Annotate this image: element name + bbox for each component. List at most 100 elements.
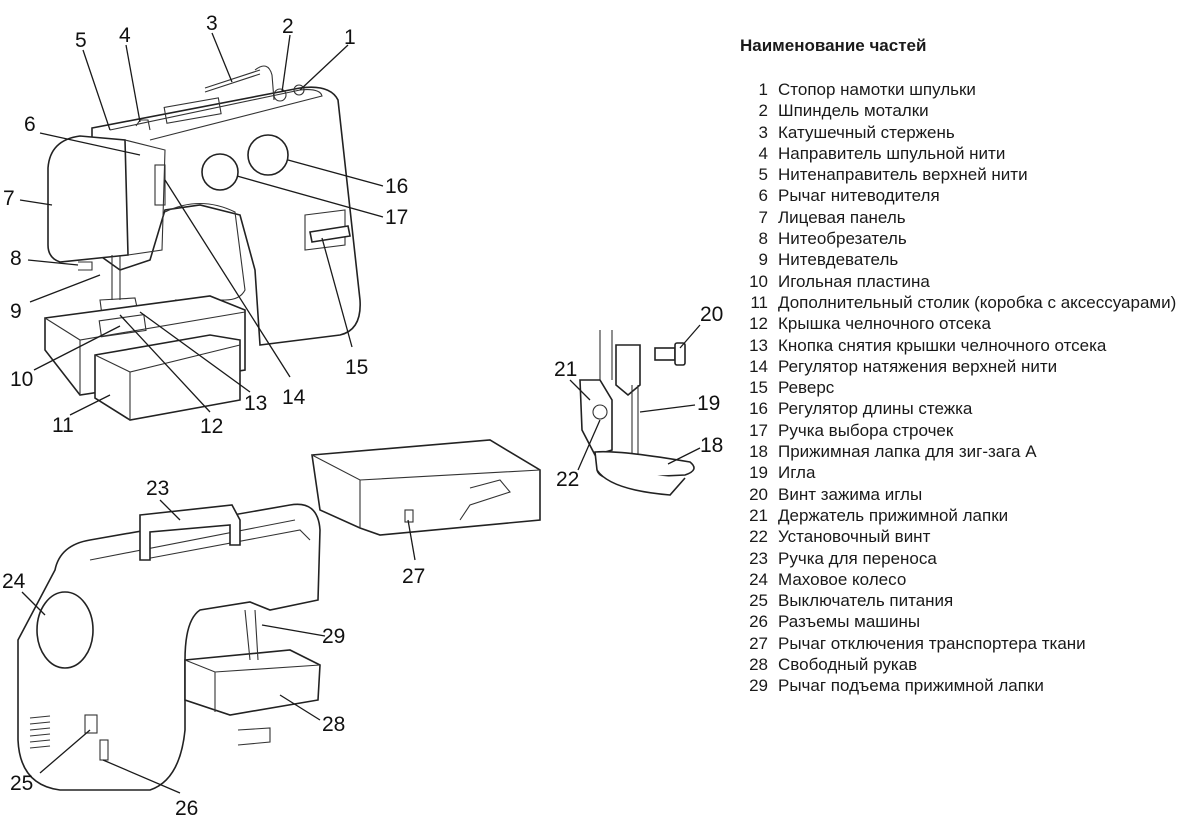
callout-12: 12 (200, 415, 223, 438)
legend-item-number: 15 (749, 378, 768, 398)
callout-20: 20 (700, 303, 723, 326)
legend-item-number: 20 (749, 484, 768, 504)
legend-item-label: Ручка для переноса (778, 548, 937, 568)
callout-28: 28 (322, 713, 345, 736)
legend-item: 20 Винт зажима иглы (740, 484, 1200, 505)
callout-5: 5 (75, 29, 87, 52)
legend-item-label: Маховое колесо (778, 569, 907, 589)
legend-item-number: 14 (749, 356, 768, 376)
callout-24: 24 (2, 570, 26, 593)
legend-item-label: Нитенаправитель верхней нити (778, 165, 1028, 185)
callout-11: 11 (52, 414, 74, 437)
legend-item: 25 Выключатель питания (740, 590, 1200, 611)
legend-item: 28 Свободный рукав (740, 654, 1200, 675)
legend-item-label: Крышка челночного отсека (778, 314, 991, 334)
legend-item-number: 6 (758, 186, 768, 206)
legend-item-number: 28 (749, 655, 768, 675)
legend-item-number: 25 (749, 591, 768, 611)
legend-item-number: 13 (749, 335, 768, 355)
callout-10: 10 (10, 368, 33, 391)
legend-item: 23 Ручка для переноса (740, 548, 1200, 569)
detail-leader-lines (569, 324, 701, 471)
callout-16: 16 (385, 175, 408, 198)
callout-25: 25 (10, 772, 33, 795)
callout-3: 3 (206, 12, 218, 35)
legend-item-label: Рычаг нитеводителя (778, 186, 940, 206)
legend-item-label: Свободный рукав (778, 655, 918, 675)
legend-item: 3 Катушечный стержень (740, 122, 1200, 143)
legend-item-number: 18 (749, 442, 768, 462)
callout-numbers: 1 2 3 4 5 6 7 8 9 10 11 12 13 14 15 16 1… (2, 12, 723, 820)
legend-item-label: Стопор намотки шпульки (778, 80, 976, 99)
legend-item-label: Выключатель питания (778, 591, 954, 611)
callout-6: 6 (24, 113, 36, 136)
callout-15: 15 (345, 356, 368, 379)
legend-item-number: 16 (749, 399, 768, 419)
legend-item-label: Катушечный стержень (778, 122, 955, 142)
callout-2: 2 (282, 15, 294, 38)
legend-item: 14 Регулятор натяжения верхней нити (740, 356, 1200, 377)
callout-29: 29 (322, 625, 345, 648)
legend-item: 21 Держатель прижимной лапки (740, 505, 1200, 526)
legend-item-label: Направитель шпульной нити (778, 143, 1006, 163)
legend-item-number: 2 (758, 101, 768, 121)
front-leader-lines (19, 32, 384, 416)
parts-legend: Наименование частей 1 Стопор намотки шпул… (740, 36, 1200, 697)
legend-item: 19 Игла (740, 462, 1200, 483)
legend-item: 13 Кнопка снятия крышки челночного отсека (740, 335, 1200, 356)
callout-1: 1 (344, 26, 356, 49)
legend-item: 4 Направитель шпульной нити (740, 143, 1200, 164)
callout-19: 19 (697, 392, 720, 415)
callout-14: 14 (282, 386, 306, 409)
legend-item-number: 3 (758, 122, 768, 142)
legend-item-number: 7 (758, 207, 768, 227)
callout-17: 17 (385, 206, 408, 229)
callout-26: 26 (175, 797, 198, 820)
legend-item: 6 Рычаг нитеводителя (740, 185, 1200, 206)
legend-item-number: 23 (749, 548, 768, 568)
legend-item-label: Держатель прижимной лапки (778, 505, 1009, 525)
legend-item-label: Регулятор натяжения верхней нити (778, 356, 1058, 376)
accessory-box-detail (311, 439, 541, 536)
legend-item-label: Кнопка снятия крышки челночного отсека (778, 335, 1107, 355)
legend-item-label: Разъемы машины (778, 612, 921, 632)
legend-item-label: Игольная пластина (778, 271, 930, 291)
callout-13: 13 (244, 392, 267, 415)
callout-18: 18 (700, 434, 723, 457)
legend-item-label: Нитевдеватель (778, 250, 899, 270)
legend-item-number: 1 (758, 80, 768, 99)
rear-leader-lines (21, 499, 326, 794)
legend-item-number: 21 (749, 505, 768, 525)
legend-item-number: 27 (749, 633, 768, 653)
legend-item-number: 19 (749, 463, 768, 483)
front-view-machine (44, 65, 361, 421)
legend-item: 8 Нитеобрезатель (740, 228, 1200, 249)
legend-item-number: 29 (749, 676, 768, 696)
legend-title: Наименование частей (740, 36, 927, 55)
legend-item-label: Нитеобрезатель (778, 229, 907, 249)
legend-item-number: 5 (758, 165, 768, 185)
legend-item-number: 11 (750, 292, 768, 312)
callout-7: 7 (3, 187, 15, 210)
rear-view-machine (17, 503, 321, 791)
legend-item-number: 8 (758, 229, 768, 249)
legend-item-number: 4 (758, 143, 768, 163)
legend-item-label: Игла (778, 463, 816, 483)
legend-item-label: Винт зажима иглы (778, 484, 923, 504)
legend-item-label: Установочный винт (778, 527, 931, 547)
legend-item-number: 10 (749, 271, 768, 291)
